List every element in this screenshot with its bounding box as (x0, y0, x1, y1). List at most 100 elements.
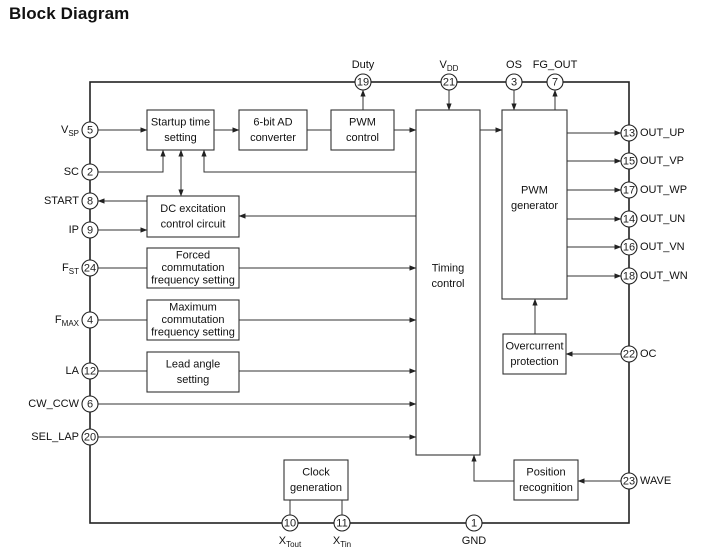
block-label-line: Maximum (169, 302, 217, 314)
pin-label: SC (64, 166, 79, 178)
pin-number: 3 (511, 77, 517, 89)
pin-circle (333, 514, 351, 532)
block-label-line: Startup time (151, 116, 210, 128)
pin-name: X (333, 535, 341, 547)
pin-label: OUT_WP (640, 184, 687, 196)
pin-label: WAVE (640, 475, 671, 487)
pin-label: VDD (440, 59, 459, 73)
block-box (238, 109, 308, 151)
wires (97, 89, 622, 515)
block-box (502, 333, 567, 375)
blocks: Startup time setting 6-bit AD converter PWM c… (146, 109, 579, 501)
wire-timing-to-startup (201, 149, 416, 173)
pin-label: Duty (352, 59, 375, 71)
pin-9: 9IP (69, 221, 99, 239)
pin-circle (620, 124, 638, 142)
pins: 5VSP2SC8START9IP24FST4FMAX12LA6CW_CCW20S… (28, 59, 687, 549)
pin-label: OUT_VN (640, 241, 685, 253)
block-box (146, 109, 215, 151)
pin-name: OUT_VP (640, 155, 684, 167)
pin-number: 16 (623, 242, 635, 254)
pin-label: FST (62, 262, 79, 276)
pin-label: OUT_VP (640, 155, 684, 167)
block-label-line: control (431, 278, 464, 290)
pin-name: OS (506, 59, 522, 71)
block-label-line: generation (290, 482, 342, 494)
pin-name: FG_OUT (533, 59, 578, 71)
pin-circle (465, 514, 483, 532)
pin-16: 16 OUT_VN (620, 238, 685, 256)
pin-circle (620, 267, 638, 285)
pin-number: 10 (284, 518, 296, 530)
pin-number: 4 (87, 315, 93, 327)
pin-circle (620, 210, 638, 228)
pin-circle (620, 345, 638, 363)
pin-circle (81, 163, 99, 181)
pin-circle (620, 181, 638, 199)
block-label-line: control (346, 132, 379, 144)
block-box (146, 195, 240, 238)
pin-number: 11 (336, 518, 347, 530)
pin-name: OUT_WN (640, 270, 688, 282)
block-label-line: 6-bit AD (253, 116, 292, 128)
pin-subscript: Tin (340, 540, 351, 549)
block-label-line: generator (511, 200, 558, 212)
pin-label: FG_OUT (533, 59, 578, 71)
block-box (513, 459, 579, 501)
block-label-line: setting (164, 132, 196, 144)
block-label-line: Clock (302, 466, 330, 478)
pin-name: WAVE (640, 475, 671, 487)
pin-number: 23 (623, 476, 635, 488)
block-label-line: commutation (162, 262, 225, 274)
pin-circle (281, 514, 299, 532)
pin-name: V (440, 59, 448, 71)
pin-21: 21 VDD (440, 59, 459, 91)
pin-circle (81, 121, 99, 139)
pin-number: 24 (84, 263, 96, 275)
pin-name: OC (640, 348, 657, 360)
block-box (146, 247, 240, 289)
pin-number: 1 (471, 518, 477, 530)
pin-name: START (44, 195, 79, 207)
pin-circle (620, 238, 638, 256)
pin-label: START (44, 195, 79, 207)
pin-name: V (61, 124, 69, 136)
page-title: Block Diagram (9, 4, 130, 23)
pin-circle (546, 73, 564, 91)
block-box (330, 109, 395, 151)
pin-name: SEL_LAP (31, 431, 79, 443)
pin-name: CW_CCW (28, 398, 79, 410)
pin-label: OUT_UN (640, 213, 685, 225)
pin-24: 24 FST (62, 259, 99, 277)
pin-number: 9 (87, 225, 93, 237)
pin-circle (620, 152, 638, 170)
block-label-line: PWM (349, 116, 376, 128)
block-startup: Startup time setting (146, 109, 215, 151)
pin-label: GND (462, 535, 487, 547)
pin-subscript: SP (68, 129, 79, 138)
block-box (283, 459, 349, 501)
pin-label: CW_CCW (28, 398, 79, 410)
pin-label: OUT_WN (640, 270, 688, 282)
pin-number: 21 (443, 77, 455, 89)
pin-name: LA (66, 365, 80, 377)
block-label-line: Forced (176, 250, 210, 262)
wire-sc-to-startup (98, 149, 166, 173)
pin-number: 17 (623, 185, 635, 197)
pin-6: 6CW_CCW (28, 395, 99, 413)
pin-subscript: Tout (286, 540, 302, 549)
pin-number: 7 (552, 77, 558, 89)
block-label-line: converter (250, 132, 296, 144)
